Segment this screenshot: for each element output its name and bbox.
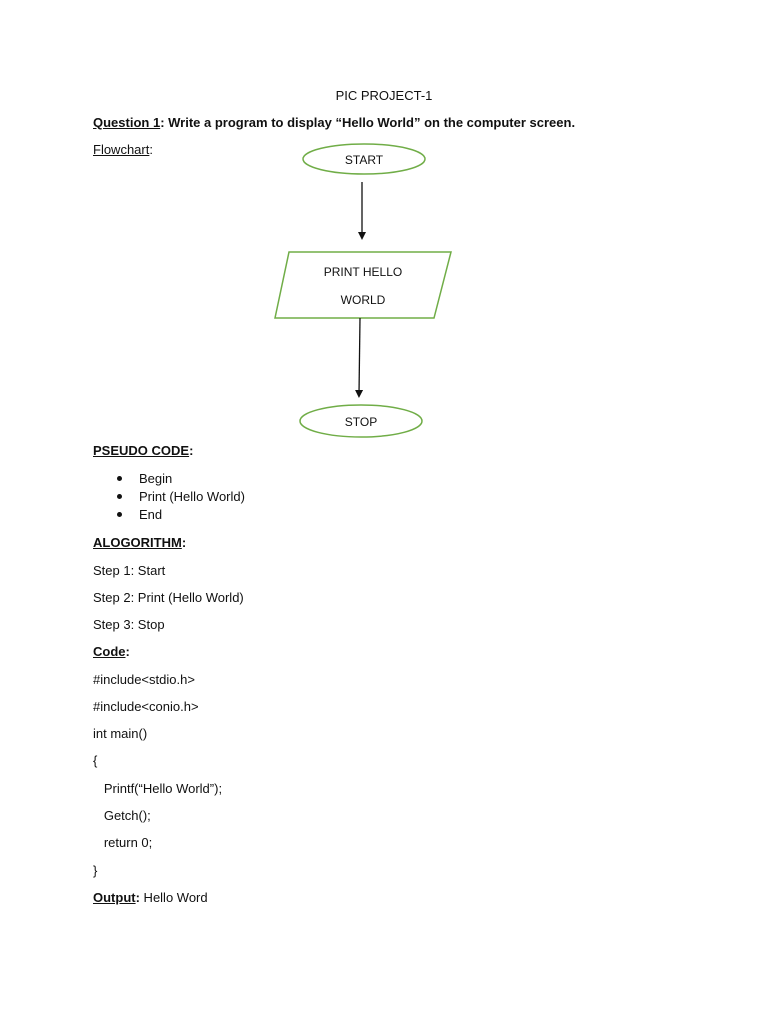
flowchart-label: Flowchart	[93, 142, 150, 157]
print-label-line2: WORLD	[341, 293, 386, 307]
flowchart-colon: :	[149, 142, 153, 157]
code-line: Getch();	[93, 808, 151, 823]
pseudo-code-list: Begin Print (Hello World) End	[115, 471, 245, 525]
algorithm-step: Step 2: Print (Hello World)	[93, 590, 244, 605]
bullet-icon	[117, 476, 122, 481]
algorithm-label: ALOGORITHM	[93, 535, 182, 550]
algorithm-colon: :	[181, 535, 187, 550]
stop-terminator	[299, 404, 423, 438]
stop-label: STOP	[345, 415, 377, 429]
pseudo-code-label: PSEUDO CODE	[93, 443, 190, 458]
output-colon: :	[135, 890, 140, 905]
bullet-icon	[117, 494, 122, 499]
list-item: Begin	[115, 471, 245, 489]
bullet-icon	[117, 512, 122, 517]
arrow-print-to-stop	[355, 317, 364, 398]
pseudo-item-text: End	[139, 507, 163, 522]
output-label: Output	[93, 890, 136, 905]
code-label: Code	[93, 644, 126, 659]
start-terminator	[302, 143, 426, 175]
document-title: PIC PROJECT-1	[335, 88, 433, 103]
question-label: Question 1	[93, 115, 161, 130]
code-line: Printf(“Hello World”);	[93, 781, 223, 796]
code-line: {	[93, 753, 98, 768]
list-item: End	[115, 507, 245, 525]
code-line: return 0;	[93, 835, 153, 850]
code-line: int main()	[93, 726, 148, 741]
code-line: #include<stdio.h>	[93, 672, 195, 687]
pseudo-code-heading: PSEUDO CODE:	[93, 443, 193, 459]
code-line: #include<conio.h>	[93, 699, 199, 714]
code-colon: :	[125, 644, 130, 659]
print-label-line1: PRINT HELLO	[324, 265, 402, 279]
output-line: Output: Hello Word	[93, 890, 208, 906]
algorithm-step: Step 3: Stop	[93, 617, 165, 632]
question-text: : Write a program to display “Hello Worl…	[160, 115, 576, 130]
pseudo-code-colon: :	[189, 443, 194, 458]
output-value: Hello Word	[139, 890, 208, 905]
flowchart-heading: Flowchart:	[93, 142, 153, 158]
pseudo-item-text: Print (Hello World)	[139, 489, 245, 504]
algorithm-heading: ALOGORITHM:	[93, 535, 186, 551]
code-heading: Code:	[93, 644, 130, 660]
list-item: Print (Hello World)	[115, 489, 245, 507]
question-heading: Question 1: Write a program to display “…	[93, 115, 575, 131]
pseudo-item-text: Begin	[139, 471, 173, 486]
code-line: }	[93, 863, 98, 878]
algorithm-step: Step 1: Start	[93, 563, 166, 578]
print-io-parallelogram	[274, 251, 452, 319]
start-label: START	[345, 153, 384, 167]
